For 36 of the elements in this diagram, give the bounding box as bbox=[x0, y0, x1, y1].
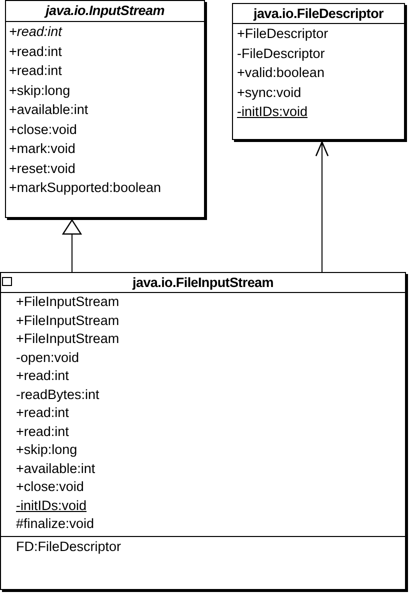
method-text: +read:int bbox=[9, 23, 62, 41]
method-text: -open:void bbox=[16, 348, 80, 367]
class-name: java.io.FileDescriptor bbox=[254, 6, 384, 22]
method-text: -initIDs:void bbox=[16, 496, 87, 514]
method-text: +read:int bbox=[9, 62, 62, 80]
class-box bbox=[5, 0, 205, 218]
method-text: +read:int bbox=[16, 404, 69, 422]
method-text: +mark:void bbox=[9, 140, 76, 158]
method-text: +available:int bbox=[16, 460, 96, 478]
method-text: +close:void bbox=[9, 120, 77, 138]
method-text: +FileInputStream bbox=[16, 330, 120, 348]
method-text: +read:int bbox=[16, 422, 69, 440]
method-text: +markSupported:boolean bbox=[9, 179, 161, 197]
hollow-triangle-arrow bbox=[62, 219, 82, 272]
method-text: -initIDs:void bbox=[237, 103, 308, 121]
method-text: +FileInputStream bbox=[16, 293, 120, 311]
method-text: +available:int bbox=[9, 101, 88, 119]
class-name: java.io.InputStream bbox=[46, 3, 164, 19]
method-text: #finalize:void bbox=[16, 515, 94, 533]
method-text: -readBytes:int bbox=[16, 386, 100, 404]
method-text: +skip:long bbox=[16, 441, 78, 459]
method-text: +close:void bbox=[16, 478, 84, 496]
method-text: +read:int bbox=[16, 367, 69, 385]
method-text: -FileDescriptor bbox=[237, 44, 325, 63]
method-text: +skip:long bbox=[9, 82, 70, 100]
class-box bbox=[0, 272, 406, 590]
method-text: +FileDescriptor bbox=[237, 25, 328, 43]
class-name: java.io.FileInputStream bbox=[132, 274, 274, 290]
method-text: +sync:void bbox=[237, 84, 302, 102]
open-arrow bbox=[315, 141, 329, 272]
attribute-text: FD:FileDescriptor bbox=[16, 538, 122, 556]
class-box bbox=[232, 3, 405, 140]
method-text: +reset:void bbox=[9, 160, 76, 178]
method-text: +read:int bbox=[9, 42, 62, 60]
method-text: +valid:boolean bbox=[237, 64, 324, 82]
method-text: +FileInputStream bbox=[16, 312, 120, 330]
